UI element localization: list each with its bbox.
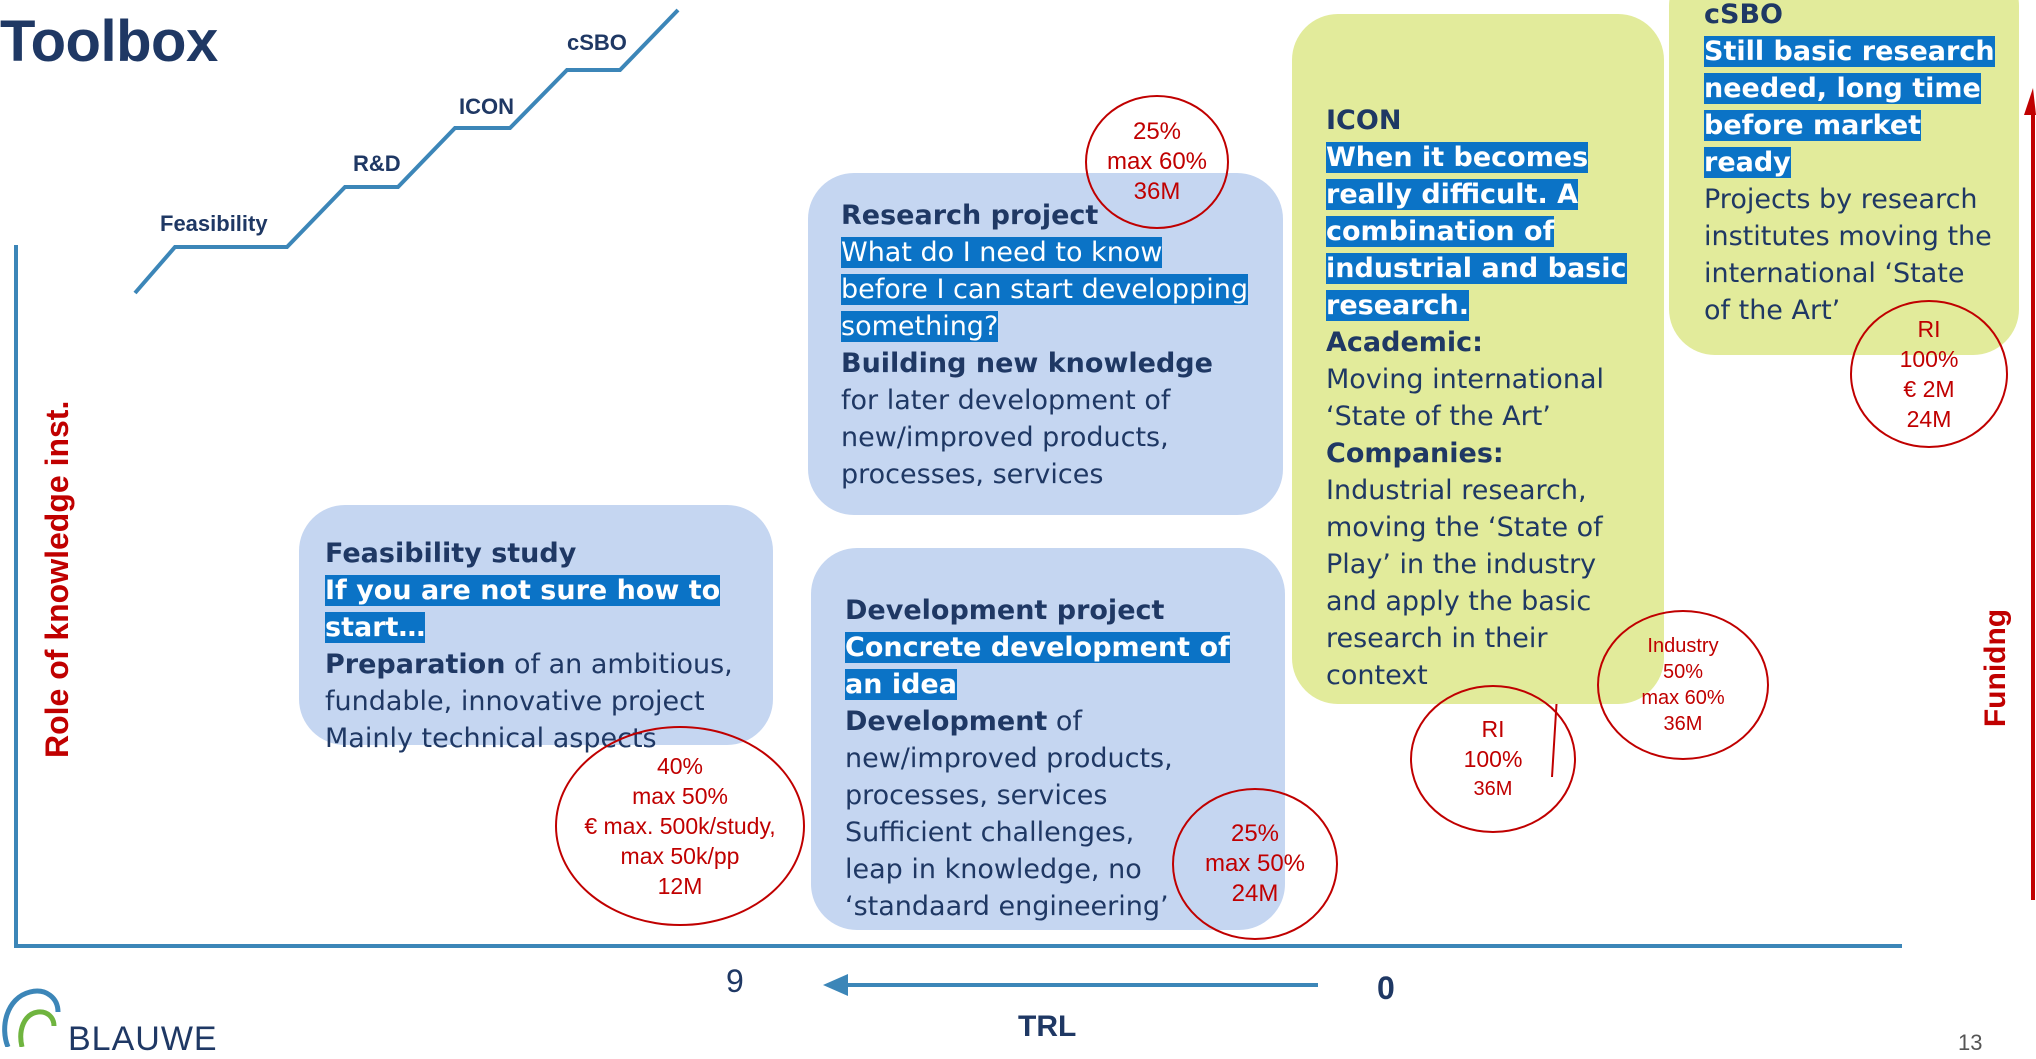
icon-ri-funding-badge: RI 100% 36M (1410, 685, 1576, 833)
x-axis-label: TRL (1018, 1010, 1077, 1043)
research-box: Research project What do I need to know … (808, 173, 1283, 515)
badge-line: 25% (1132, 118, 1182, 145)
badge-line: € 2M (1903, 376, 1955, 402)
icon-companies-text: Industrial research, moving the ‘State o… (1326, 475, 1603, 691)
development-highlight: Concrete development of an idea (845, 632, 1230, 700)
feasibility-box: Feasibility study If you are not sure ho… (299, 505, 773, 754)
research-funding-badge: 25% max 60% 36M (1085, 95, 1229, 229)
badge-line: 40% (656, 753, 704, 779)
csbo-heading: cSBO (1704, 0, 1783, 30)
funding-axis-label: Funidng (1979, 608, 2012, 728)
development-body-line2: Sufficient challenges, leap in knowledge… (845, 817, 1169, 922)
development-body: Development of new/improved products, pr… (845, 703, 1259, 814)
step-label-csbo: cSBO (567, 30, 627, 55)
csbo-body: Projects by research institutes moving t… (1704, 184, 1992, 326)
badge-line: 36M (1663, 713, 1703, 735)
badge-line: max 60% (1106, 148, 1208, 175)
icon-box: ICON When it becomes really difficult. A… (1292, 14, 1664, 704)
badge-line: 24M (1906, 406, 1952, 432)
icon-industry-funding-badge: Industry 50% max 60% 36M (1597, 610, 1769, 760)
step-label-feasibility: Feasibility (160, 211, 268, 236)
research-body-rest: for later development of new/improved pr… (841, 385, 1171, 490)
trl-high-label: 9 (726, 963, 744, 999)
feasibility-body: Preparation of an ambitious, fundable, i… (325, 646, 747, 720)
badge-line: max 50% (1204, 850, 1306, 877)
logo-text: BLAUWE (68, 1020, 218, 1058)
icon-academic-text: Moving international ‘State of the Art’ (1326, 364, 1604, 432)
badge-line: 100% (1463, 746, 1523, 772)
page-title: Toolbox (0, 9, 218, 74)
badge-line: 12M (657, 873, 703, 899)
development-body-bold: Development (845, 706, 1048, 737)
csbo-highlight: Still basic research needed, long time b… (1704, 36, 1995, 178)
icon-companies-label: Companies: (1326, 438, 1504, 469)
csbo-box: cSBO Still basic research needed, long t… (1669, 0, 2019, 355)
badge-line: 36M (1473, 778, 1513, 800)
badge-line: 25% (1230, 820, 1280, 847)
badge-line: € max. 500k/study, (584, 813, 776, 839)
icon-highlight: When it becomes really difficult. A comb… (1326, 142, 1627, 321)
y-axis-label: Role of knowledge inst. (39, 400, 75, 758)
feasibility-highlight: If you are not sure how to start… (325, 575, 721, 643)
development-body-rest: of new/improved products, processes, ser… (845, 706, 1173, 811)
icon-heading: ICON (1326, 105, 1402, 136)
badge-line: max 50k/pp (620, 843, 740, 869)
page-number: 13 (1958, 1030, 1983, 1055)
trl-arrow-head (823, 974, 848, 996)
badge-line: max 60% (1641, 687, 1725, 709)
badge-line: RI (1917, 316, 1941, 342)
funding-arrow-head (2024, 88, 2036, 115)
research-highlight: What do I need to know before I can star… (841, 237, 1248, 342)
research-body: Building new knowledge for later develop… (841, 345, 1257, 493)
company-logo-icon (2, 988, 61, 1047)
badge-line: 24M (1231, 880, 1279, 907)
csbo-funding-badge: RI 100% € 2M 24M (1850, 300, 2008, 448)
badge-line: Industry (1647, 635, 1719, 657)
trl-low-label: 0 (1377, 970, 1395, 1006)
feasibility-body-rest: of an ambitious, fundable, innovative pr… (325, 649, 733, 717)
badge-line: 36M (1133, 178, 1181, 205)
badge-line: RI (1481, 716, 1505, 742)
development-heading: Development project (845, 595, 1165, 626)
step-label-rd: R&D (353, 151, 401, 176)
research-body-bold: Building new knowledge (841, 348, 1213, 379)
staircase-line (133, 8, 680, 295)
badge-line: max 50% (632, 783, 728, 809)
development-funding-badge: 25% max 50% 24M (1172, 788, 1338, 940)
badge-line: 100% (1899, 346, 1959, 372)
step-label-icon: ICON (459, 94, 514, 119)
icon-academic-label: Academic: (1326, 327, 1483, 358)
feasibility-body-bold: Preparation (325, 649, 506, 680)
research-heading: Research project (841, 200, 1099, 231)
feasibility-funding-badge: 40% max 50% € max. 500k/study, max 50k/p… (555, 726, 805, 926)
badge-line: 50% (1662, 661, 1704, 683)
feasibility-heading: Feasibility study (325, 538, 577, 569)
